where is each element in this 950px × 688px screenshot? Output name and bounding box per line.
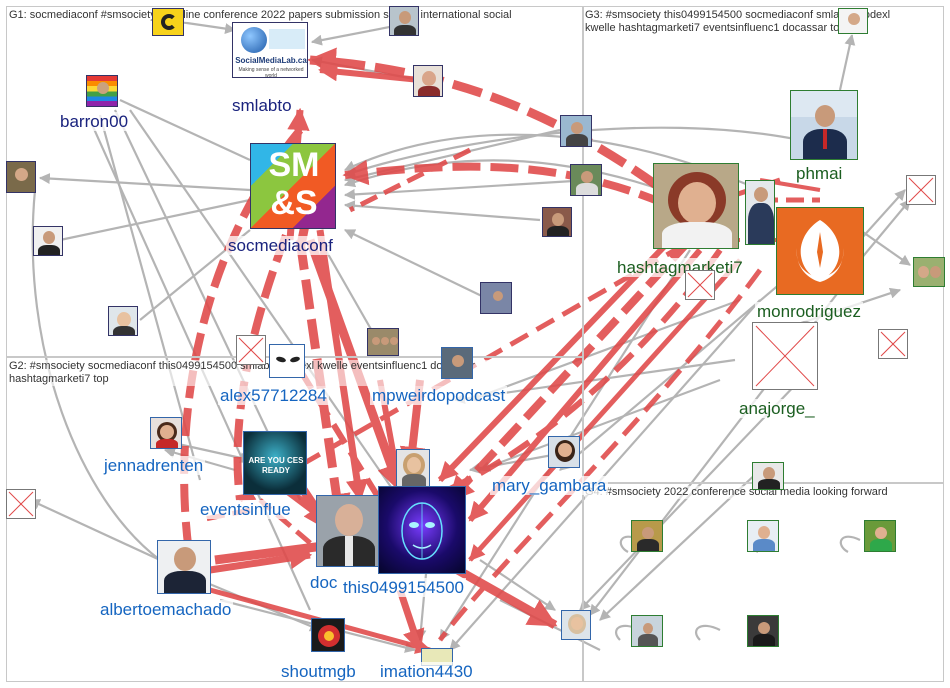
label-phmai: phmai (794, 164, 845, 183)
avatar-g1-man-top[interactable] (389, 6, 419, 36)
avatar-socmediaconf[interactable]: SM &S (250, 143, 336, 229)
avatar-this0499154500[interactable] (378, 486, 466, 574)
group-label-g4: G4: #smsociety 2022 conference social me… (585, 486, 940, 499)
label-socmediaconf: socmediaconf (226, 236, 335, 255)
avatar-g1-man-mid[interactable] (570, 164, 602, 196)
digital-face-icon (401, 502, 443, 560)
rebel-alliance-icon (796, 220, 844, 282)
avatar-g3-bottom[interactable] (752, 462, 784, 490)
avatar-g4-1[interactable] (631, 520, 663, 552)
grey-edges (29, 20, 911, 653)
avatar-albertoemachado[interactable] (157, 540, 211, 594)
label-monrodriguez: monrodriguez (755, 302, 863, 321)
avatar-g2-woman-right[interactable] (561, 610, 591, 640)
avatar-g1-man-beard[interactable] (542, 207, 572, 237)
avatar-g3-man-suit[interactable] (745, 180, 775, 245)
avatar-g4-3[interactable] (864, 520, 896, 552)
missing-avatar-g3-1[interactable] (906, 175, 936, 205)
avatar-g3-top-right[interactable] (838, 8, 868, 34)
ces-logo-text: ARE YOU CES READY (248, 456, 304, 475)
missing-image-icon (908, 177, 934, 203)
avatar-g4-5[interactable] (747, 615, 779, 647)
label-mary_gambara: mary_gambara (490, 476, 609, 495)
avatar-g1-group[interactable] (367, 328, 399, 356)
label-albertoemachado: albertoemachado (98, 600, 234, 619)
missing-image-icon (8, 491, 34, 517)
label-alex57712284: alex57712284 (218, 386, 329, 405)
missing-avatar-anajorge[interactable] (752, 322, 818, 390)
avatar-phmai[interactable] (790, 90, 858, 160)
group-label-g1: G1: socmediaconf #smsociety deadline con… (9, 9, 579, 22)
smlabto-logo-tagline: Making sense of a networked world (238, 67, 304, 78)
label-jennadrenten: jennadrenten (102, 456, 206, 475)
missing-avatar-g2[interactable] (6, 489, 36, 519)
avatar-mary-gambara-small[interactable] (396, 449, 430, 487)
avatar-shoutmgb[interactable] (311, 618, 345, 652)
avatar-g4-4[interactable] (631, 615, 663, 647)
missing-image-icon (880, 331, 906, 357)
missing-image-icon (238, 337, 264, 363)
avatar-g1-left-1[interactable] (6, 161, 36, 193)
missing-image-icon (755, 325, 815, 387)
avatar-g1-woman[interactable] (413, 65, 443, 97)
label-hashtagmarketi7: hashtagmarketi7 (615, 258, 745, 277)
label-barron00: barron00 (58, 112, 131, 131)
avatar-mary_gambara[interactable] (548, 436, 580, 468)
avatar-g4-2[interactable] (747, 520, 779, 552)
smlabto-logo-text: SocialMediaLab.ca (235, 56, 307, 65)
label-shoutmgb: shoutmgb (279, 662, 358, 681)
avatar-alex57712284[interactable] (269, 344, 305, 378)
avatar-g1-street[interactable] (560, 115, 592, 147)
avatar-monrodriguez[interactable] (776, 207, 864, 295)
avatar-smlabto[interactable]: SocialMediaLab.ca Making sense of a netw… (232, 22, 308, 78)
avatar-g3-couple[interactable] (913, 257, 945, 287)
avatar-g1-blonde[interactable] (108, 306, 138, 336)
socmediaconf-logo-line2: &S (270, 184, 318, 222)
missing-avatar-g3-3[interactable] (685, 270, 715, 300)
label-mpweirdopodcast: mpweirdopodcast (370, 386, 508, 405)
label-imation4430: imation4430 (378, 662, 475, 681)
avatar-hashtagmarketi7[interactable] (653, 163, 739, 249)
label-smlabto: smlabto (230, 96, 294, 115)
avatar-g1-yellow[interactable] (152, 8, 184, 36)
missing-image-icon (687, 272, 713, 298)
avatar-docassar[interactable] (316, 495, 380, 567)
label-anajorge: anajorge_ (737, 399, 817, 418)
avatar-g1-left-2[interactable] (33, 226, 63, 256)
avatar-mpweirdopodcast[interactable] (441, 347, 473, 379)
avatar-jennadrenten[interactable] (150, 417, 182, 449)
group-panel-g4 (582, 482, 944, 682)
label-eventsinflue: eventsinflue (198, 500, 293, 519)
label-doc: doc (308, 573, 340, 592)
missing-avatar-g1[interactable] (236, 335, 266, 365)
avatar-g1-room[interactable] (480, 282, 512, 314)
missing-avatar-g3-2[interactable] (878, 329, 908, 359)
avatar-eventsinflue[interactable]: ARE YOU CES READY (243, 431, 307, 495)
avatar-barron00[interactable] (86, 75, 118, 107)
socmediaconf-logo-line1: SM (268, 146, 320, 184)
label-this0499154500: this0499154500 (341, 578, 467, 597)
